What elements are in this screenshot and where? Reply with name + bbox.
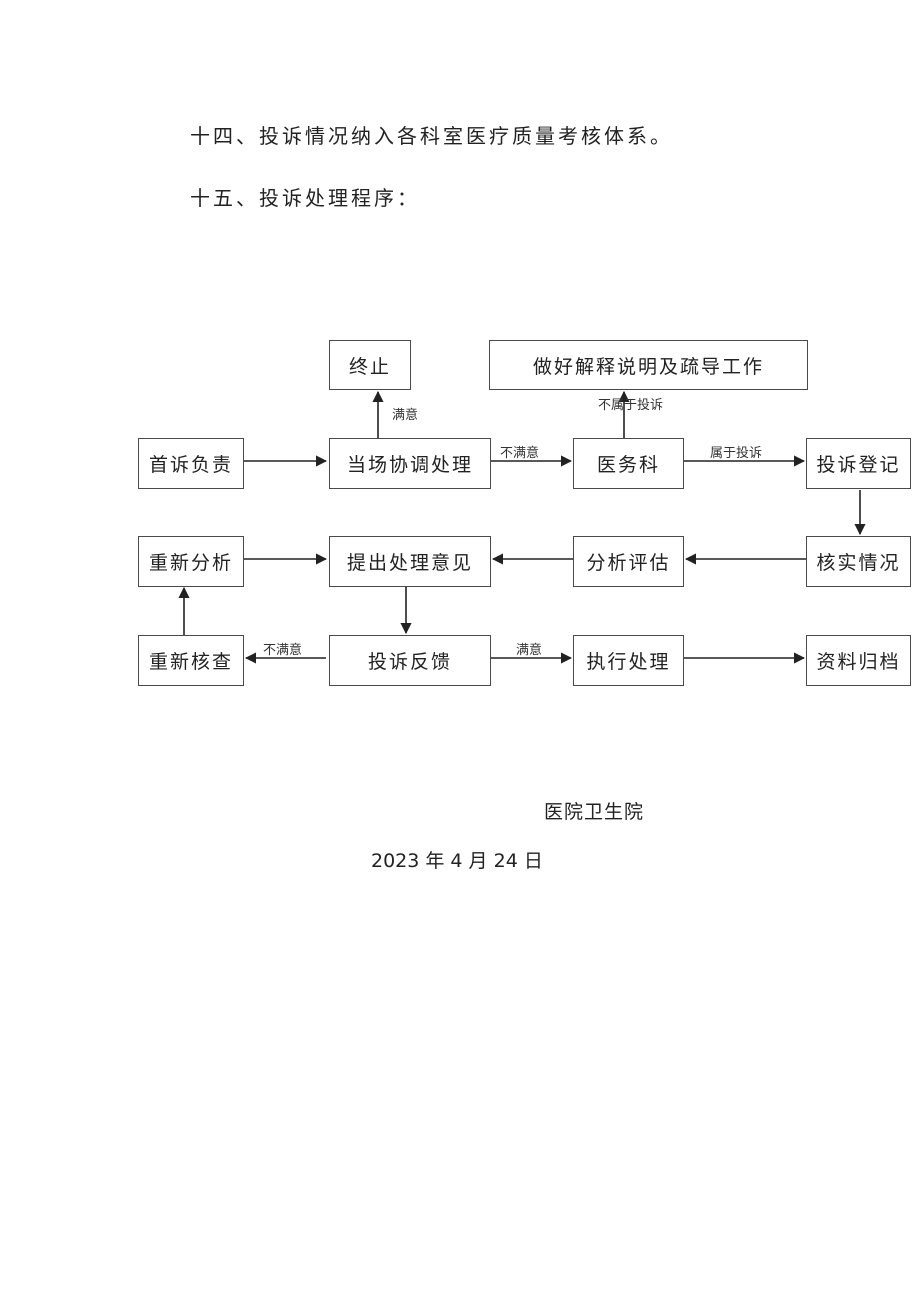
node-medical-affairs: 医务科	[573, 438, 684, 489]
edge-label-not-complaint: 不属于投诉	[598, 398, 664, 413]
paragraph-14: 十四、投诉情况纳入各科室医疗质量考核体系。	[190, 124, 673, 148]
edge-label-satisfied-up: 满意	[392, 408, 419, 423]
node-terminate: 终止	[329, 340, 411, 390]
node-recheck: 重新核查	[138, 635, 244, 686]
node-register: 投诉登记	[806, 438, 911, 489]
node-archive: 资料归档	[806, 635, 911, 686]
node-propose: 提出处理意见	[329, 536, 491, 587]
signature-date: 2023 年 4 月 24 日	[371, 850, 543, 872]
node-explain: 做好解释说明及疏导工作	[489, 340, 808, 390]
node-onsite: 当场协调处理	[329, 438, 491, 489]
node-evaluate: 分析评估	[573, 536, 684, 587]
paragraph-15: 十五、投诉处理程序：	[190, 186, 420, 210]
edge-label-unsatisfied-2: 不满意	[263, 643, 303, 658]
signature-org: 医院卫生院	[544, 801, 645, 823]
edge-label-is-complaint: 属于投诉	[710, 446, 763, 461]
node-verify: 核实情况	[806, 536, 911, 587]
node-execute: 执行处理	[573, 635, 684, 686]
edge-label-satisfied-2: 满意	[516, 643, 543, 658]
node-feedback: 投诉反馈	[329, 635, 491, 686]
node-first-responsibility: 首诉负责	[138, 438, 244, 489]
edge-label-unsatisfied-1: 不满意	[500, 446, 540, 461]
node-reanalyze: 重新分析	[138, 536, 244, 587]
